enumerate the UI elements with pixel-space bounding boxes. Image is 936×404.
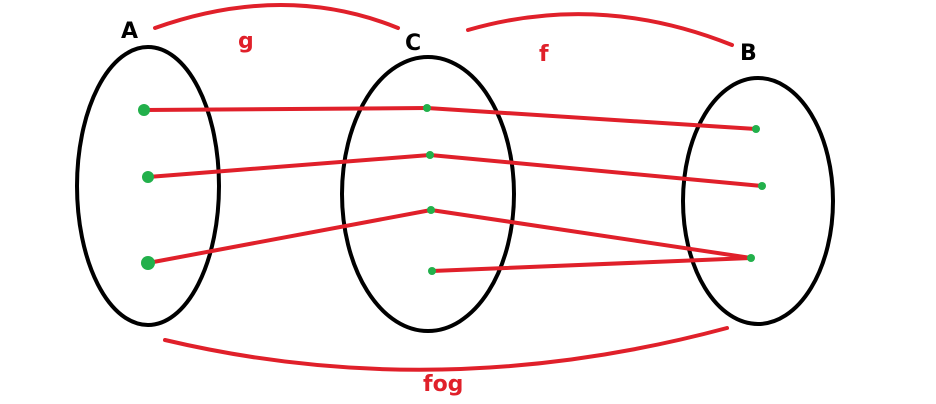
g-mapping-line — [142, 106, 429, 112]
set-a-point — [141, 256, 155, 270]
set-b-label: B — [740, 41, 757, 66]
set-a-ellipse — [75, 45, 221, 327]
set-b-point — [758, 182, 766, 190]
map-fog-label: fog — [423, 372, 463, 397]
set-c-point — [427, 206, 435, 214]
set-c-point — [428, 267, 436, 275]
set-b-point — [752, 125, 760, 133]
f-mapping-line — [425, 106, 758, 131]
map-g-label: g — [238, 29, 254, 54]
f-mapping-line — [430, 256, 753, 273]
f-mapping-lines — [425, 106, 764, 273]
g-mapping-lines — [142, 106, 433, 265]
set-a-point — [142, 171, 154, 183]
map-f-label: f — [539, 42, 549, 67]
g-mapping-line — [146, 153, 432, 179]
set-b-point — [747, 254, 755, 262]
f-mapping-line — [428, 153, 764, 188]
f-mapping-line — [429, 208, 753, 260]
set-a-label: A — [121, 19, 138, 44]
set-c-label: C — [405, 31, 421, 56]
set-c-point — [423, 104, 431, 112]
f-bracket-arc — [466, 12, 734, 47]
set-c-ellipse — [340, 55, 516, 333]
g-bracket-arc — [153, 3, 400, 30]
set-c-point — [426, 151, 434, 159]
set-a-point — [138, 104, 150, 116]
g-mapping-line — [146, 208, 433, 265]
set-b-ellipse — [681, 76, 835, 326]
set-points — [138, 104, 766, 275]
fog-bracket-arc — [163, 326, 729, 372]
